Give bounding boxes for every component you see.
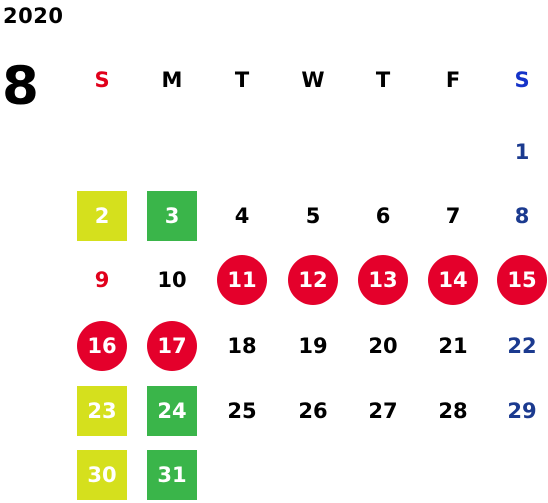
weekday-header-tue: T [234,68,250,92]
weekday-header-mon: M [161,68,183,92]
month-number: 8 [2,56,39,117]
weekday-header-fri: F [445,68,461,92]
day-cell: 15 [497,255,547,305]
day-cell: 26 [298,399,328,423]
day-cell: 19 [298,334,328,358]
weekday-header-sat: S [514,68,530,92]
day-cell: 1 [514,140,530,164]
day-cell: 25 [227,399,257,423]
day-cell: 29 [507,399,537,423]
day-cell: 20 [368,334,398,358]
day-cell: 30 [77,450,127,500]
day-cell: 12 [288,255,338,305]
day-cell: 17 [147,321,197,371]
day-cell: 13 [358,255,408,305]
day-cell: 16 [77,321,127,371]
day-cell: 14 [428,255,478,305]
day-cell: 2 [77,191,127,241]
day-cell: 27 [368,399,398,423]
weekday-header-wed: W [301,68,325,92]
day-cell: 11 [217,255,267,305]
day-cell: 6 [375,204,391,228]
day-cell: 5 [305,204,321,228]
day-cell: 31 [147,450,197,500]
weekday-header-thu: T [375,68,391,92]
day-cell: 23 [77,386,127,436]
day-cell: 21 [438,334,468,358]
day-cell: 10 [157,268,187,292]
weekday-header-sun: S [94,68,110,92]
day-cell: 28 [438,399,468,423]
day-cell: 24 [147,386,197,436]
day-cell: 8 [514,204,530,228]
day-cell: 22 [507,334,537,358]
day-cell: 18 [227,334,257,358]
day-cell: 7 [445,204,461,228]
day-cell: 3 [147,191,197,241]
year-label: 2020 [3,4,64,28]
day-cell: 4 [234,204,250,228]
day-cell: 9 [94,268,110,292]
